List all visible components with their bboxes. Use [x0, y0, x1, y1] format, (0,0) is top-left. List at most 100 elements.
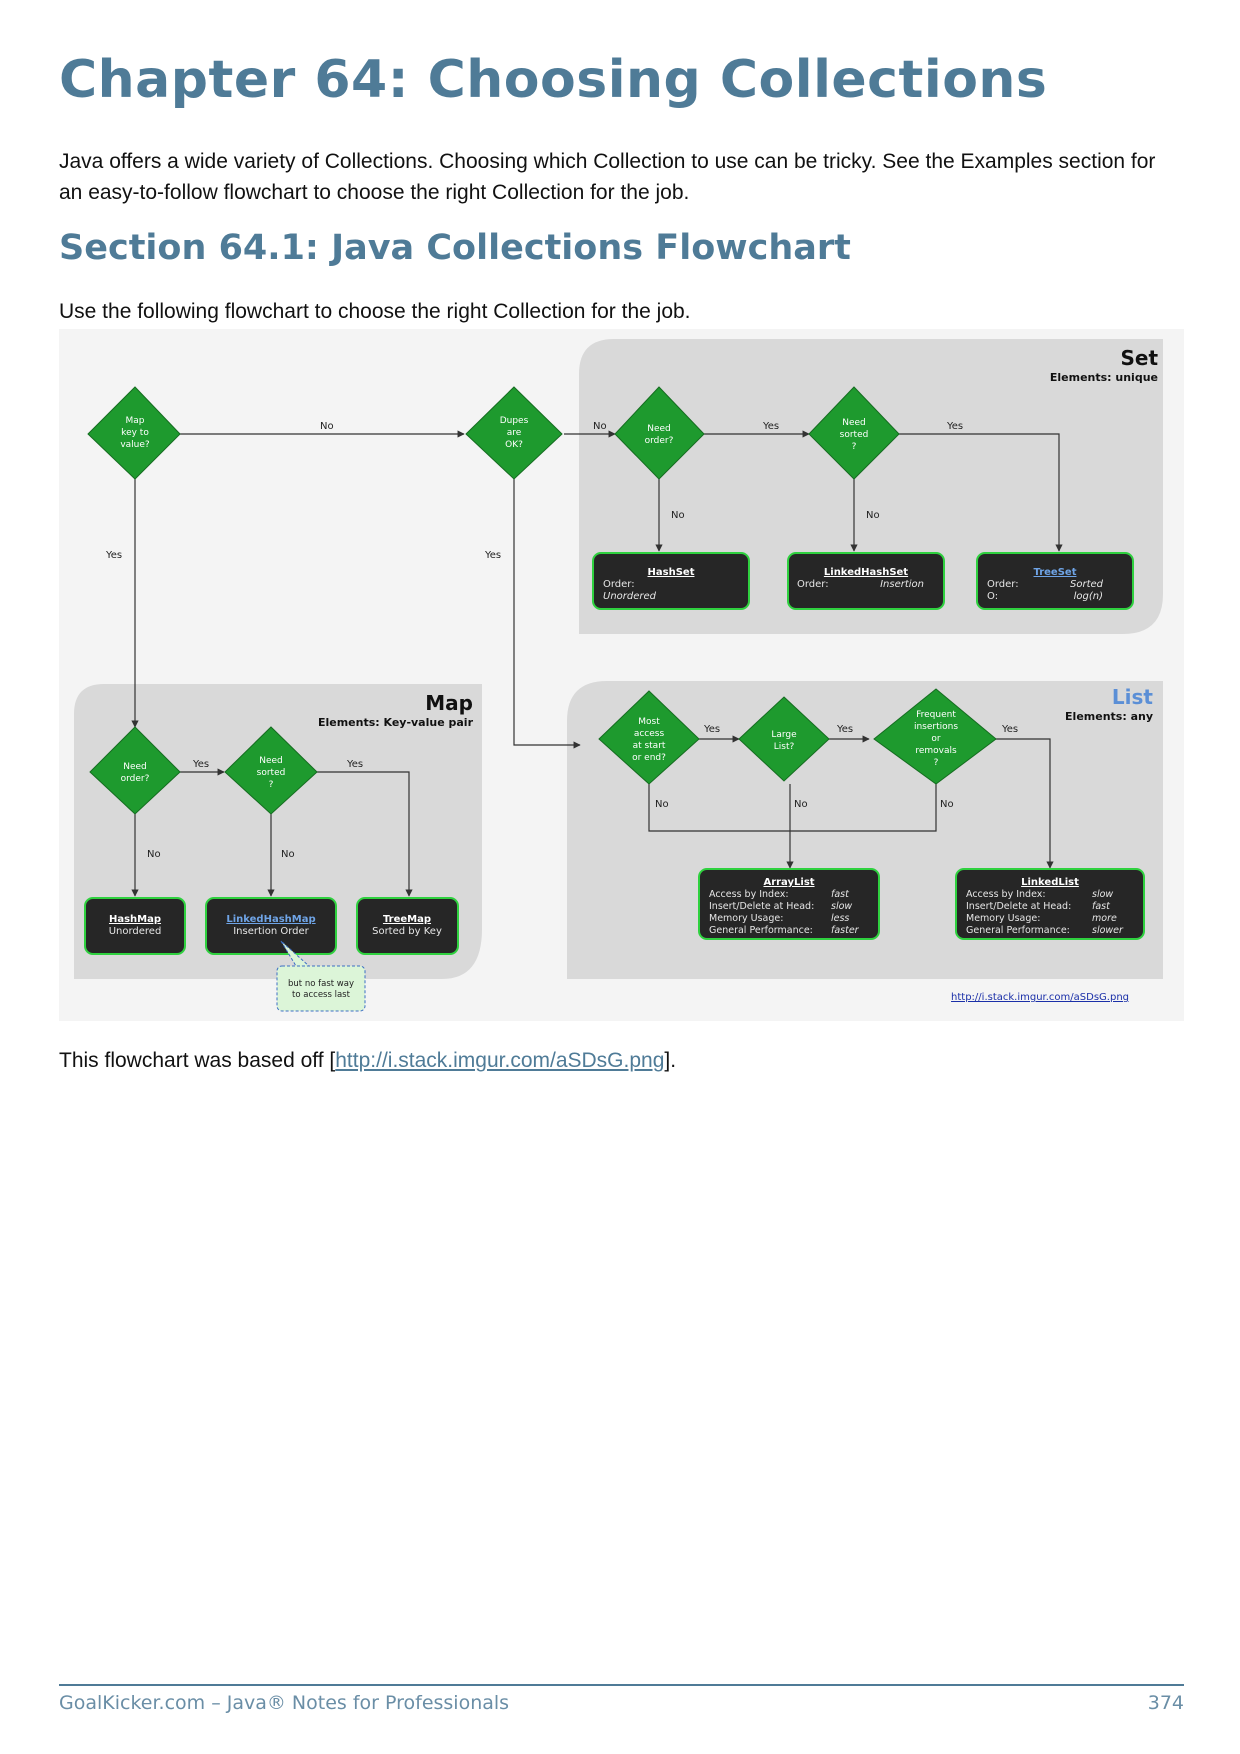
svg-text:List?: List? [774, 742, 795, 752]
svg-text:Order:: Order: [603, 579, 635, 590]
svg-text:are: are [507, 428, 522, 438]
svg-text:key to: key to [121, 428, 149, 438]
svg-text:Large: Large [771, 730, 797, 740]
svg-text:Insert/Delete at Head:: Insert/Delete at Head: [709, 901, 814, 912]
note-callout: but no fast way to access last [276, 940, 366, 1012]
edge-label-yes: Yes [105, 550, 122, 561]
svg-text:order?: order? [121, 774, 150, 784]
svg-text:fast: fast [831, 889, 850, 900]
diamond-large-list: Large List? [738, 696, 830, 782]
diamond-set-need-order: Need order? [614, 386, 705, 480]
svg-text:TreeMap: TreeMap [383, 914, 431, 925]
svg-text:slower: slower [1092, 925, 1124, 936]
svg-text:fast: fast [1092, 901, 1111, 912]
list-group-subtitle: Elements: any [1065, 710, 1153, 723]
svg-text:General Performance:: General Performance: [709, 925, 813, 936]
edge-label-no: No [593, 421, 607, 432]
edge-label-yes: Yes [346, 759, 363, 770]
edge-label-no: No [671, 510, 685, 521]
result-hashset: HashSet Order: Unordered [592, 552, 750, 610]
svg-text:Order:: Order: [987, 579, 1019, 590]
edge-label-yes: Yes [192, 759, 209, 770]
svg-text:LinkedHashSet: LinkedHashSet [824, 567, 908, 578]
svg-text:HashMap: HashMap [109, 914, 161, 925]
diamond-frequent-insertions: Frequent insertions or removals ? [873, 688, 997, 785]
edge-label-no: No [320, 421, 334, 432]
svg-text:but no fast way: but no fast way [288, 979, 354, 989]
diamond-map-key: Map key to value? [87, 386, 181, 480]
svg-text:General Performance:: General Performance: [966, 925, 1070, 936]
svg-text:Sorted: Sorted [1070, 579, 1104, 590]
svg-text:Need: Need [259, 756, 283, 766]
svg-text:value?: value? [120, 440, 150, 450]
svg-text:Frequent: Frequent [916, 710, 956, 720]
svg-text:OK?: OK? [505, 440, 523, 450]
caption-prefix: This flowchart was based off [ [59, 1049, 336, 1072]
set-group-title: Set [1120, 346, 1158, 370]
edge-label-yes: Yes [484, 550, 501, 561]
edge-label-yes: Yes [762, 421, 779, 432]
intro-paragraph: Java offers a wide variety of Collection… [59, 150, 1156, 204]
edge-label-no: No [940, 799, 954, 810]
svg-text:Sorted by Key: Sorted by Key [372, 926, 442, 937]
svg-text:access: access [634, 729, 665, 739]
svg-text:sorted: sorted [257, 768, 286, 778]
svg-text:ArrayList: ArrayList [763, 877, 814, 888]
result-linkedhashset: LinkedHashSet Order: Insertion [787, 552, 945, 610]
svg-text:Need: Need [842, 418, 866, 428]
figure-source-link: http://i.stack.imgur.com/aSDsG.png [951, 992, 1129, 1003]
lead-paragraph: Use the following flowchart to choose th… [59, 300, 691, 323]
svg-text:LinkedHashMap: LinkedHashMap [226, 914, 315, 925]
result-linkedhashmap: LinkedHashMap Insertion Order [205, 897, 337, 955]
edge-label-no: No [866, 510, 880, 521]
svg-text:Insertion Order: Insertion Order [233, 926, 309, 937]
svg-text:to access last: to access last [292, 990, 351, 1000]
svg-text:order?: order? [645, 436, 674, 446]
footer-divider [59, 1684, 1184, 1686]
svg-text:Need: Need [123, 762, 147, 772]
svg-text:Memory Usage:: Memory Usage: [966, 913, 1040, 924]
diamond-map-need-order: Need order? [89, 726, 181, 815]
svg-text:Access by Index:: Access by Index: [709, 889, 789, 900]
svg-text:Insertion: Insertion [880, 579, 924, 590]
svg-text:Need: Need [647, 424, 671, 434]
diamond-most-access: Most access at start or end? [598, 690, 700, 785]
edge-label-no: No [281, 849, 295, 860]
page-number: 374 [1147, 1692, 1184, 1714]
svg-text:Most: Most [638, 717, 660, 727]
svg-text:LinkedList: LinkedList [1021, 877, 1079, 888]
svg-text:at start: at start [633, 741, 666, 751]
chapter-title: Chapter 64: Choosing Collections [59, 50, 1048, 110]
svg-text:more: more [1092, 913, 1117, 924]
svg-text:Unordered: Unordered [603, 591, 657, 602]
svg-text:log(n): log(n) [1074, 591, 1103, 602]
list-group-title: List [1112, 685, 1154, 709]
svg-text:or: or [931, 734, 941, 744]
svg-text:slow: slow [1092, 889, 1113, 900]
svg-text:?: ? [852, 442, 857, 452]
collections-flowchart: Set Elements: unique Map Elements: Key-v… [59, 329, 1184, 1021]
diamond-set-need-sorted: Need sorted ? [808, 386, 900, 480]
svg-text:Memory Usage:: Memory Usage: [709, 913, 783, 924]
result-linkedlist: LinkedList Access by Index: slow Insert/… [955, 868, 1145, 940]
svg-text:Unordered: Unordered [109, 926, 162, 937]
svg-text:faster: faster [831, 925, 860, 936]
caption-suffix: ]. [664, 1049, 677, 1072]
svg-text:or end?: or end? [632, 753, 666, 763]
edge-label-yes: Yes [1001, 724, 1018, 735]
diamond-map-need-sorted: Need sorted ? [224, 726, 318, 815]
edge-label-no: No [794, 799, 808, 810]
svg-text:?: ? [934, 758, 939, 768]
svg-text:Insert/Delete at Head:: Insert/Delete at Head: [966, 901, 1071, 912]
caption-link[interactable]: http://i.stack.imgur.com/aSDsG.png [335, 1049, 665, 1072]
svg-text:slow: slow [831, 901, 852, 912]
result-treemap: TreeMap Sorted by Key [356, 897, 459, 955]
svg-text:Order:: Order: [797, 579, 829, 590]
edge-label-yes: Yes [703, 724, 720, 735]
flowchart-edges [131, 430, 1063, 897]
map-group-subtitle: Elements: Key-value pair [318, 716, 474, 729]
svg-text:removals: removals [915, 746, 957, 756]
svg-text:sorted: sorted [840, 430, 869, 440]
map-group-title: Map [425, 691, 473, 715]
footer-site: GoalKicker.com – Java® Notes for Profess… [59, 1692, 510, 1714]
